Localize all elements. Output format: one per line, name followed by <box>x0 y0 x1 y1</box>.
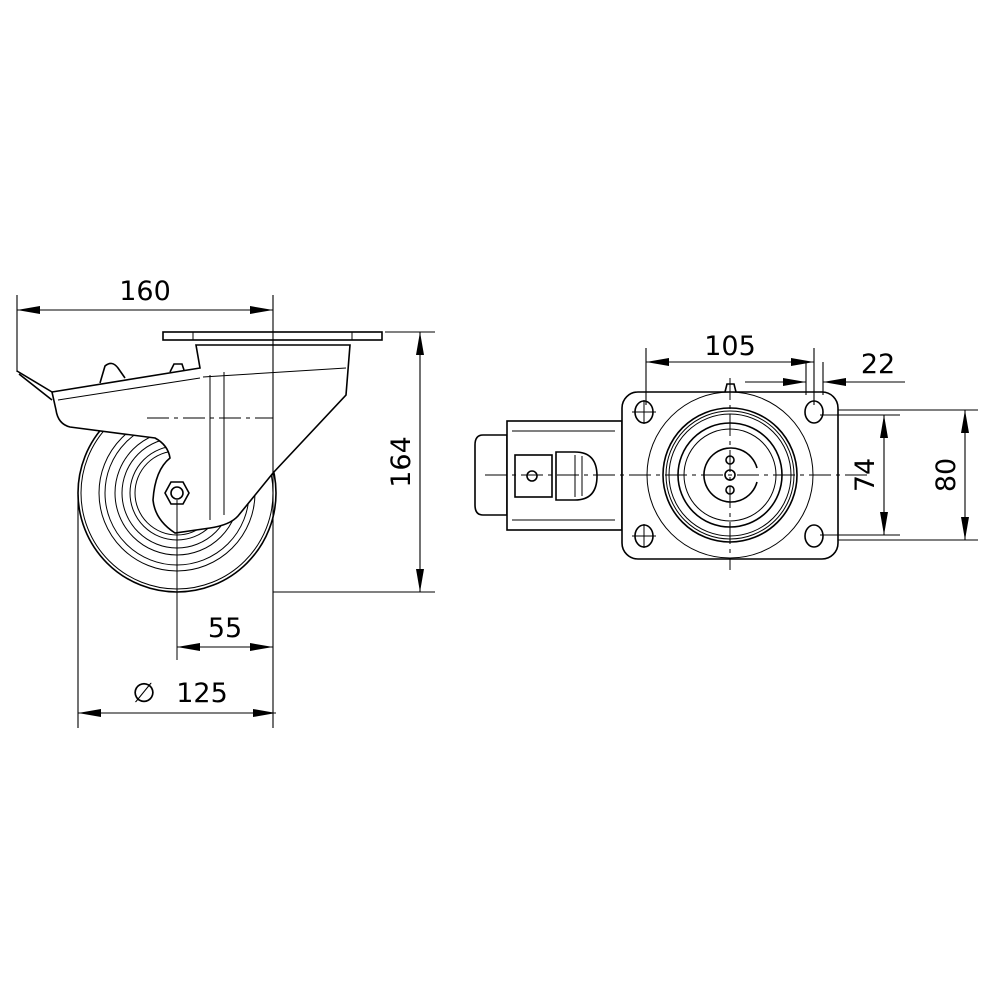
dim-height-164: 164 <box>386 436 417 488</box>
dim-hole-22: 22 <box>861 349 895 380</box>
side-view <box>16 331 383 660</box>
mount-hole <box>804 524 824 548</box>
diameter-symbol: ∅ <box>132 678 156 709</box>
top-view <box>474 378 870 570</box>
dim-offset-55: 55 <box>208 613 242 644</box>
brake-spring <box>99 362 185 384</box>
axle-nut <box>164 481 190 505</box>
side-view-dimensions: 160 164 55 ∅ 125 <box>16 276 435 728</box>
dim-hole-spacing-105: 105 <box>704 331 756 362</box>
top-view-dimensions: 105 22 74 80 <box>645 331 978 541</box>
fork-housing <box>51 344 351 534</box>
dim-plate-80: 80 <box>931 458 962 492</box>
brake-lever <box>16 370 53 401</box>
dim-hole-spacing-74: 74 <box>850 458 881 492</box>
dim-width-160: 160 <box>119 276 171 307</box>
dim-diameter-125: 125 <box>176 678 228 709</box>
